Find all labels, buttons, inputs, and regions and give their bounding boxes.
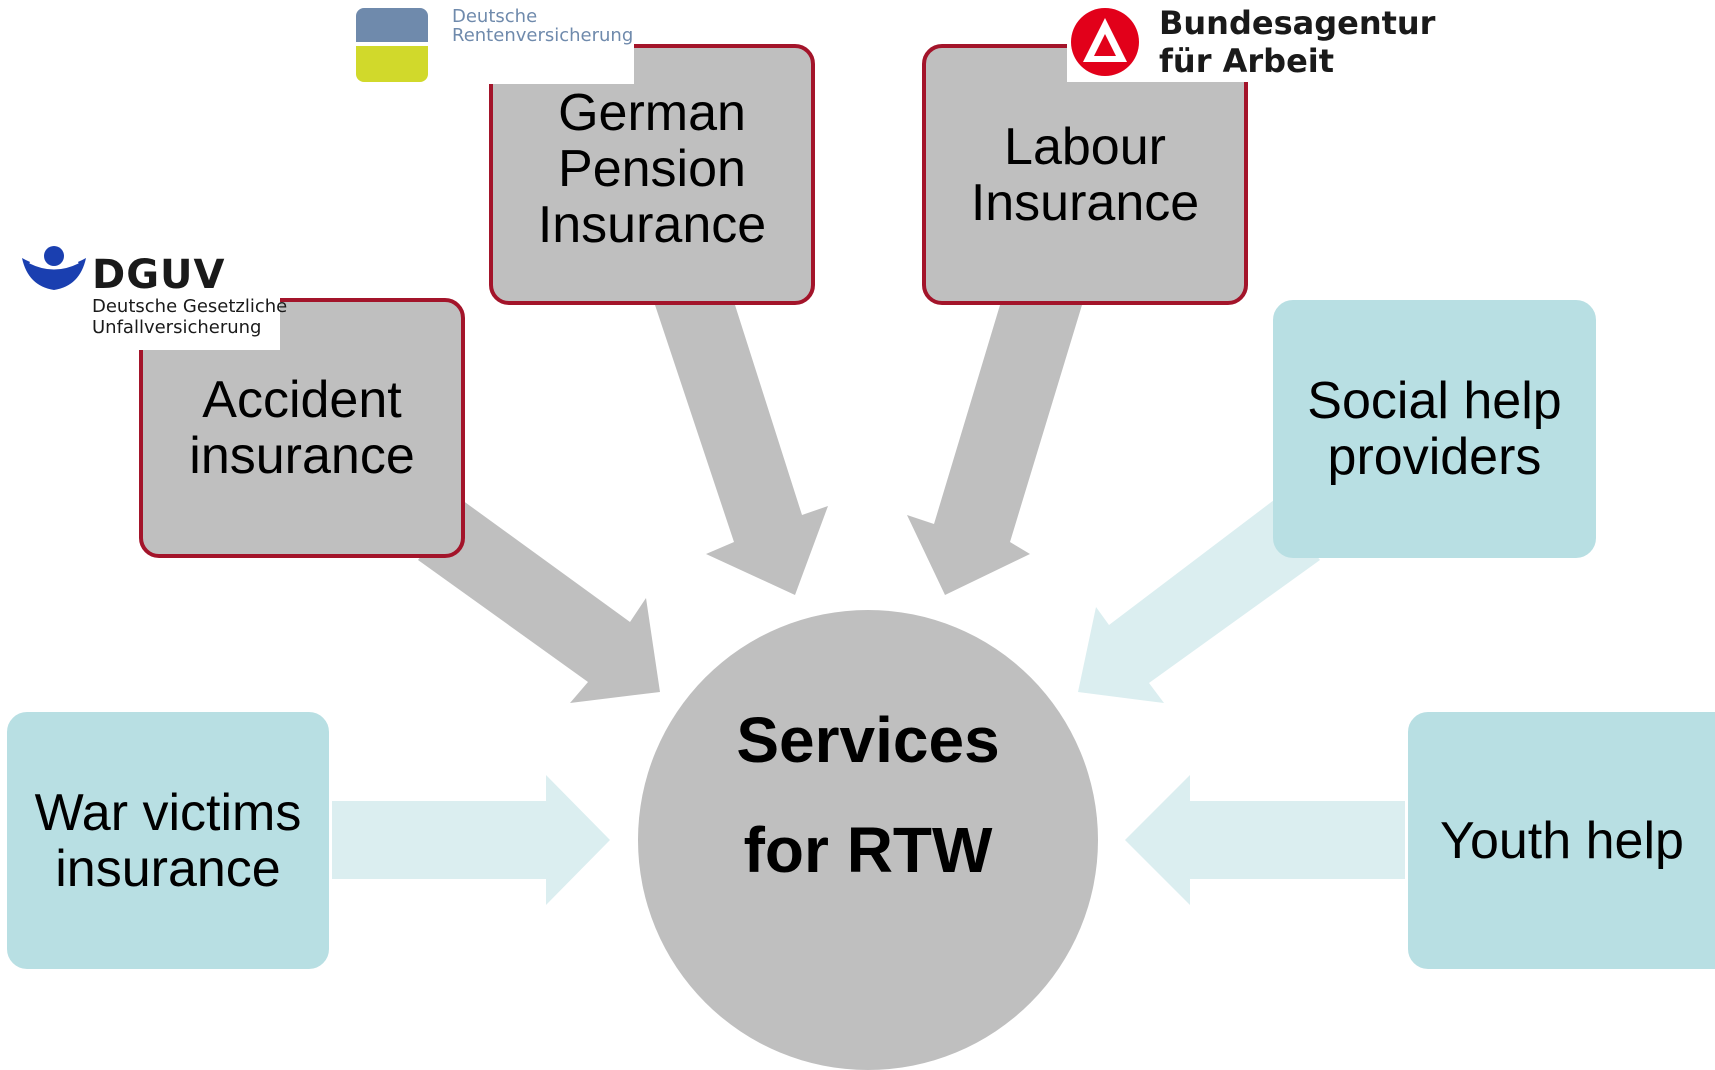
arrow-youth-to-center [1125,775,1405,905]
arrow-pension-to-center [655,305,828,595]
drv-emblem-bottom-icon [356,46,428,82]
dguv-logo: DGUV Deutsche Gesetzliche Unfallversiche… [18,246,287,350]
box-social-help-providers: Social help providers [1273,300,1596,558]
ba-emblem-icon [1071,8,1139,76]
arrow-social-to-center [1078,500,1320,703]
drv-logo: Deutsche Rentenversicherung [354,0,634,84]
center-circle-services-rtw: Services for RTW [638,610,1098,1070]
ba-logo: Bundesagentur für Arbeit [1067,0,1435,82]
box-german-pension-insurance: German Pension Insurance [489,44,815,305]
war-line2: insurance [55,839,281,898]
drv-emblem-top-icon [356,8,428,42]
box-labour-insurance: Labour Insurance [922,44,1248,305]
box-accident-insurance: Accident insurance [139,298,465,558]
arrow-war-to-center [332,775,610,905]
dguv-name: DGUV [92,252,226,298]
center-label-line2: for RTW [743,814,993,886]
pension-line3: Insurance [537,195,767,254]
pension-line1: German [558,83,746,142]
ba-line1: Bundesagentur [1159,4,1436,42]
ba-line2: für Arbeit [1159,42,1335,80]
social-line2: providers [1327,428,1542,486]
accident-line1: Accident [202,371,402,429]
arrow-accident-to-center [418,500,660,703]
social-line1: Social help [1307,372,1562,430]
dguv-line1: Deutsche Gesetzliche [92,296,288,317]
pension-line2: Pension [558,139,746,198]
labour-line1: Labour [1004,117,1166,176]
war-line1: War victims [34,783,302,842]
drv-line1: Deutsche [452,6,538,27]
dguv-line2: Unfallversicherung [92,317,262,338]
drv-line2: Rentenversicherung [452,25,634,46]
center-label-line1: Services [736,704,1000,776]
accident-line2: insurance [189,427,415,485]
youth-line1: Youth help [1440,811,1684,870]
arrow-labour-to-center [907,305,1082,595]
box-war-victims-insurance: War victims insurance [7,712,329,969]
labour-line2: Insurance [970,173,1200,232]
box-youth-help: Youth help [1408,712,1715,969]
dguv-emblem-icon [22,246,86,290]
